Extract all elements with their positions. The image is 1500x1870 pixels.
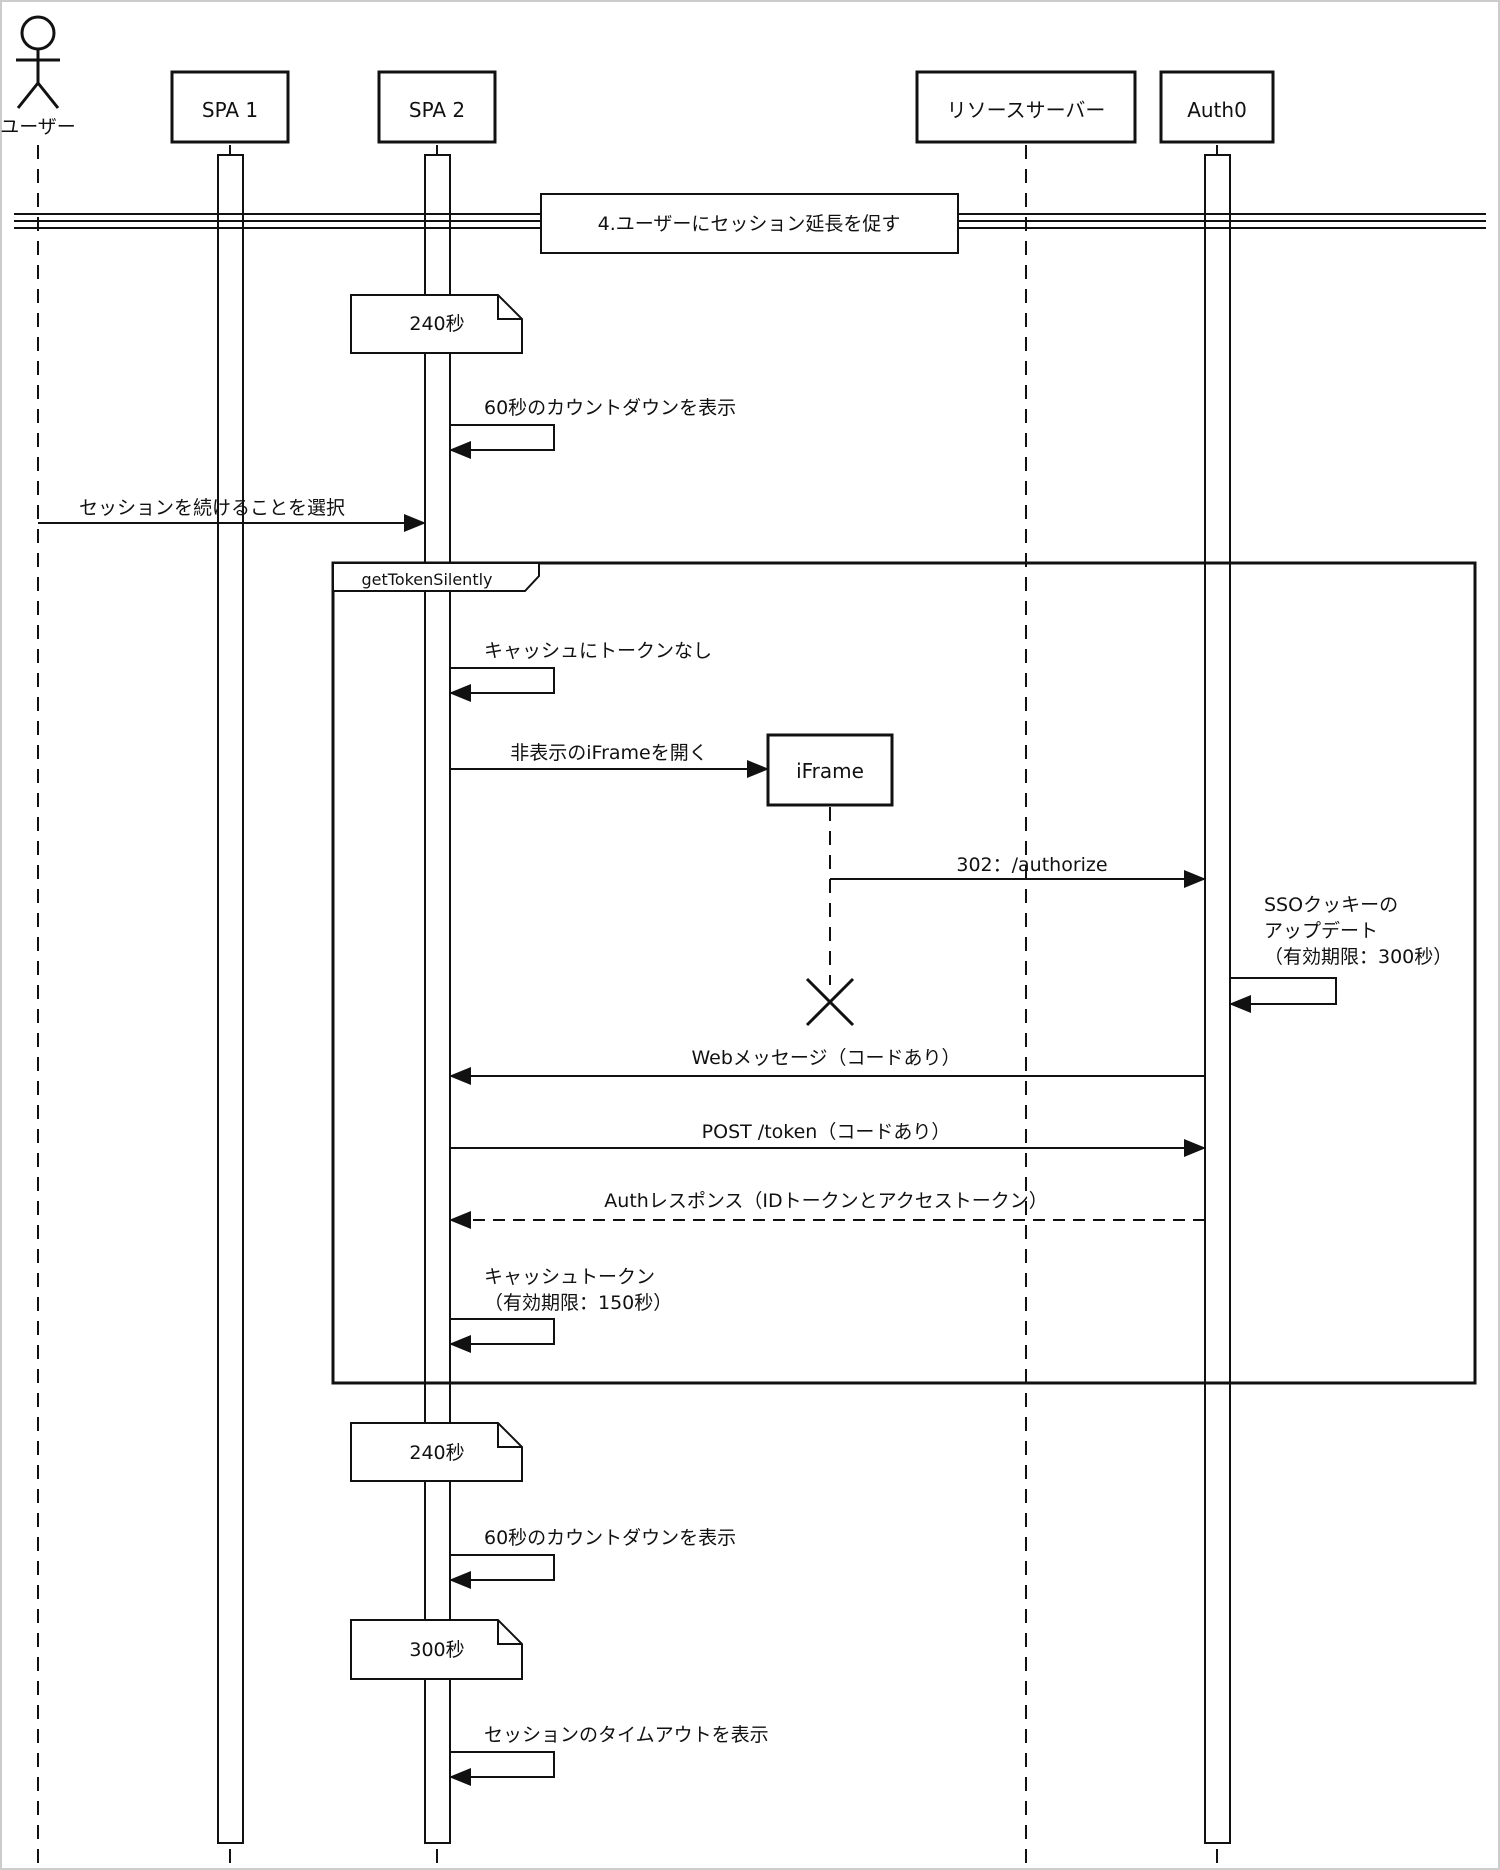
- participant-spa1-label: SPA 1: [202, 98, 258, 122]
- message-6-line-3: （有効期限：300秒）: [1264, 946, 1452, 968]
- participant-spa2-label: SPA 2: [409, 98, 465, 122]
- message-6-line-1: SSOクッキーの: [1264, 894, 1398, 916]
- participant-spa1: [170, 70, 290, 144]
- message-12-label: セッションのタイムアウトを表示: [484, 1724, 769, 1746]
- fragment-frame: [331, 561, 1477, 1385]
- participant-iframe-label: iFrame: [796, 759, 864, 783]
- message-2-label: セッションを続けることを選択: [79, 497, 345, 519]
- message-10-line-2: （有効期限：150秒）: [484, 1292, 672, 1314]
- message-7-label: Webメッセージ（コードあり）: [691, 1047, 960, 1069]
- message-6-line-2: アップデート: [1264, 920, 1378, 942]
- fragment-label: getTokenSilently: [361, 570, 492, 589]
- message-9-label: Authレスポンス（IDトークンとアクセストークン）: [604, 1190, 1047, 1212]
- fragment-tab: [332, 562, 540, 592]
- message-3-label: キャッシュにトークンなし: [484, 640, 712, 662]
- participant-iframe: [766, 733, 894, 807]
- activation-auth0: [1204, 154, 1231, 1844]
- note-3-text: 300秒: [409, 1639, 464, 1661]
- note-dogear-icon: [350, 1422, 523, 1482]
- activation-spa2: [424, 154, 451, 1844]
- stick-figure-icon: [16, 15, 60, 109]
- note-dogear-icon: [350, 1619, 523, 1680]
- activation-spa1: [217, 154, 244, 1844]
- message-1-label: 60秒のカウントダウンを表示: [484, 397, 736, 419]
- participant-resource-server: [915, 70, 1137, 144]
- section-title: 4.ユーザーにセッション延長を促す: [598, 213, 901, 235]
- message-3-arrow: [449, 667, 555, 702]
- note-dogear-icon: [350, 294, 523, 354]
- message-11-arrow: [449, 1554, 555, 1589]
- message-6-arrow: [1229, 977, 1337, 1013]
- participant-spa2: [377, 70, 497, 144]
- actor-user-label: ユーザー: [0, 116, 76, 138]
- message-5-label: 302：/authorize: [956, 854, 1107, 876]
- message-8-label: POST /token（コードあり）: [702, 1121, 951, 1143]
- participant-auth0-label: Auth0: [1187, 98, 1247, 122]
- message-10-line-1: キャッシュトークン: [484, 1266, 655, 1288]
- participant-resource-server-label: リソースサーバー: [947, 98, 1106, 122]
- message-12-arrow: [449, 1751, 555, 1786]
- message-1-arrow: [449, 424, 555, 459]
- message-10-arrow: [449, 1318, 555, 1353]
- message-11-label: 60秒のカウントダウンを表示: [484, 1527, 736, 1549]
- participant-auth0: [1159, 70, 1275, 144]
- note-1-text: 240秒: [409, 313, 464, 335]
- message-4-label: 非表示のiFrameを開く: [510, 742, 707, 764]
- destroy-x-icon: [805, 977, 855, 1027]
- section-title-box: [540, 193, 959, 254]
- note-2-text: 240秒: [409, 1442, 464, 1464]
